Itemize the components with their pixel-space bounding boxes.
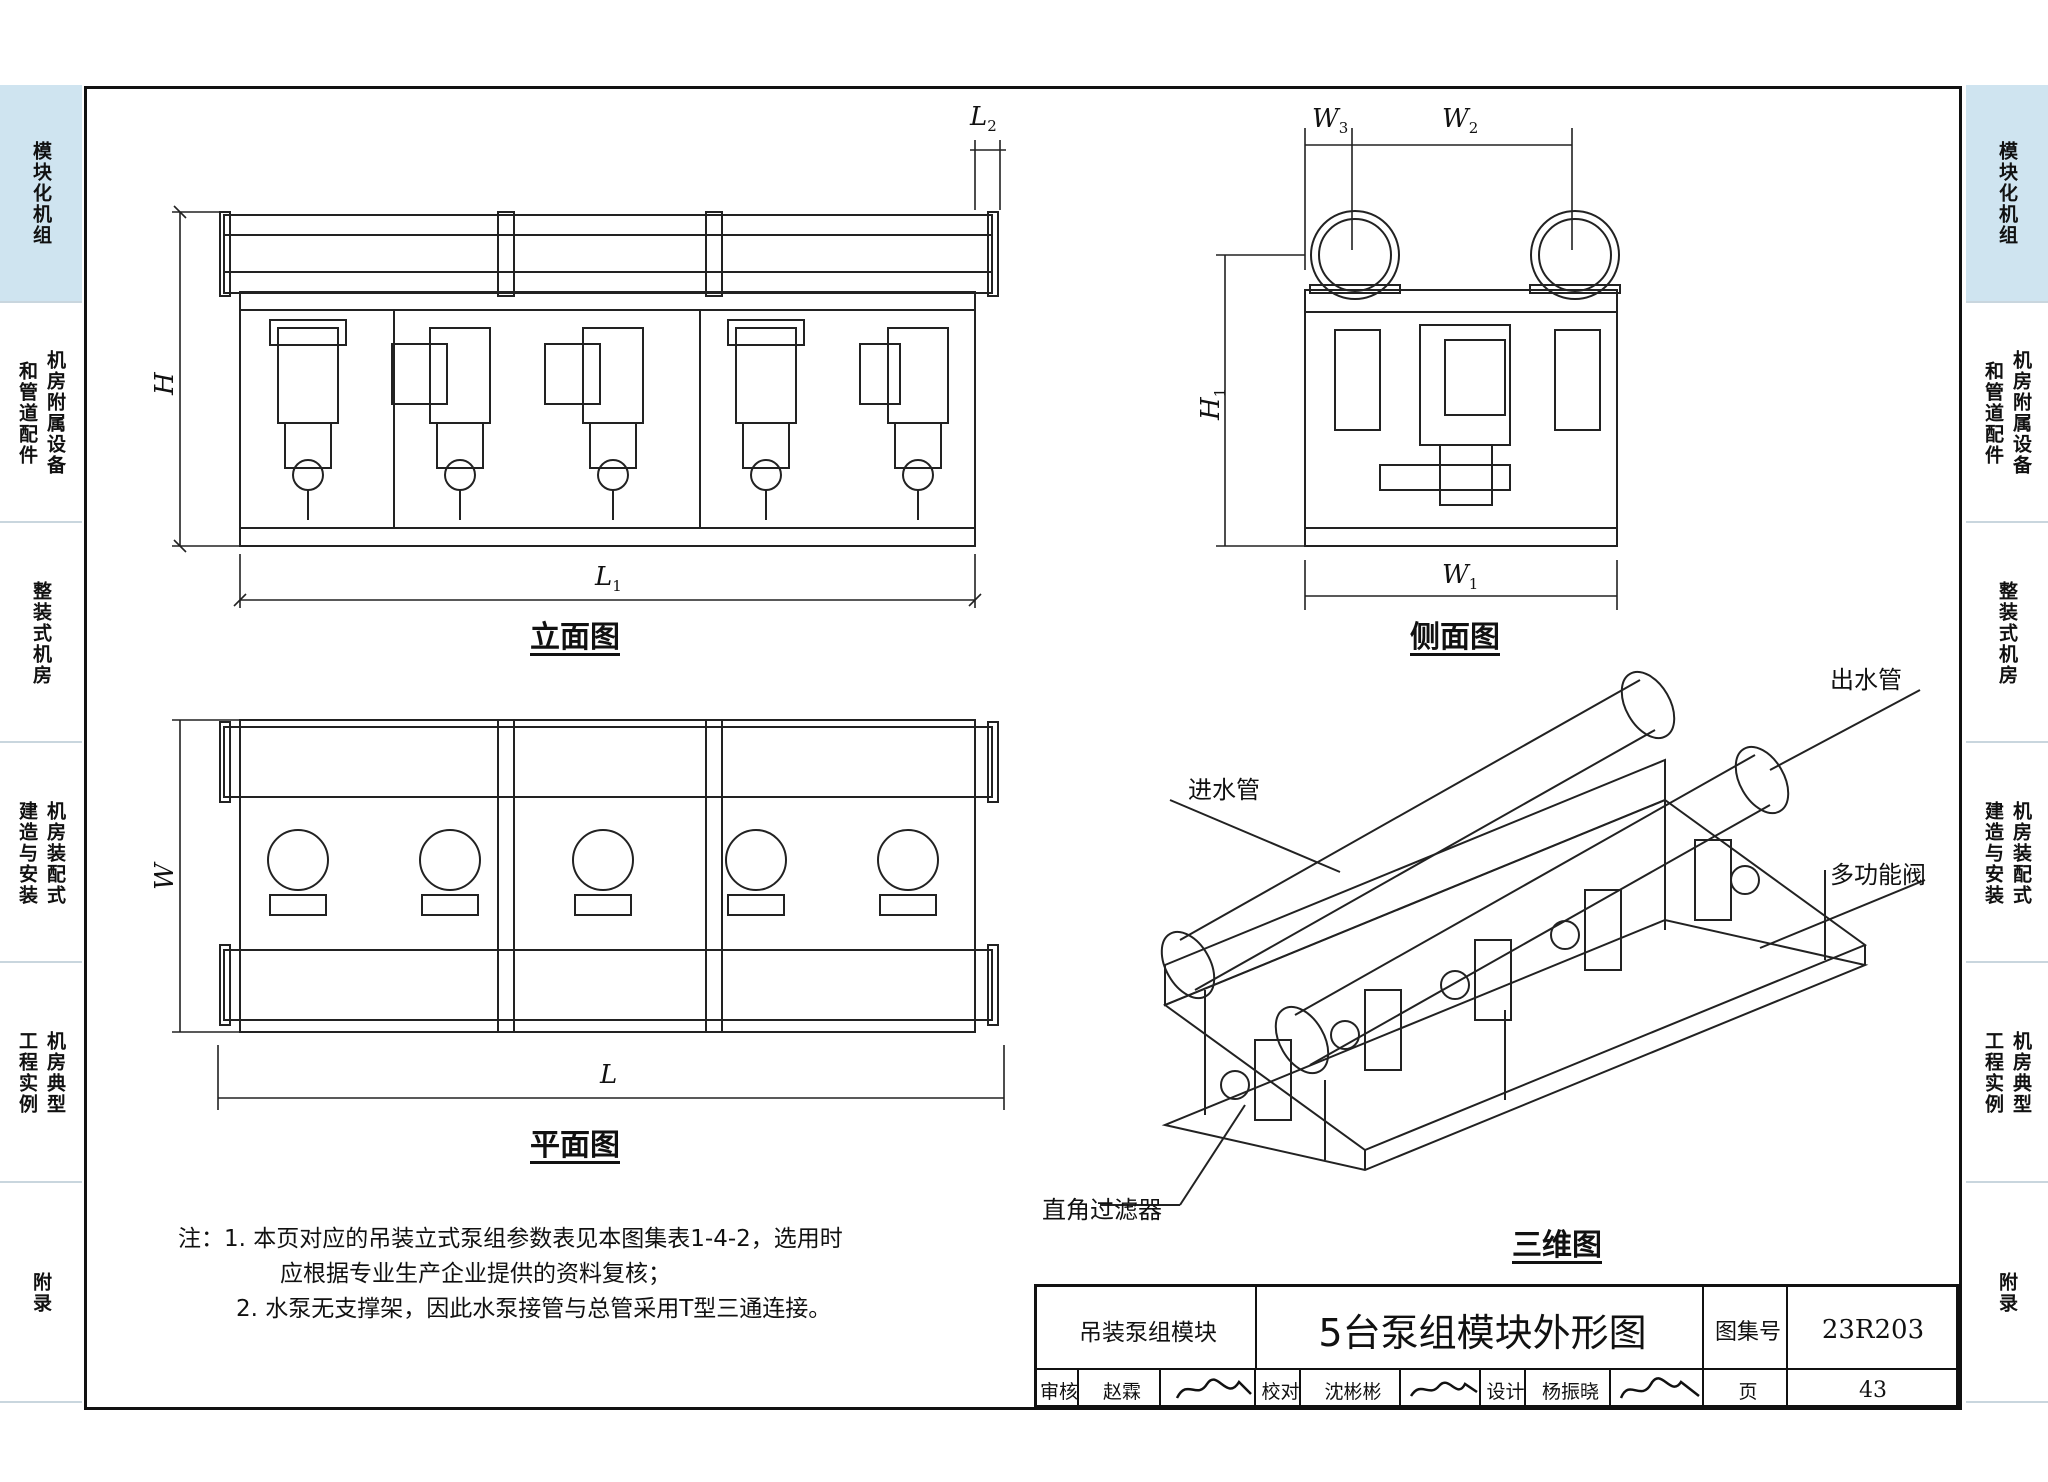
review-name: 赵霖	[1102, 1380, 1141, 1403]
category-cell: 吊装泵组模块	[1079, 1319, 1217, 1346]
note-line: 注：1. 本页对应的吊装立式泵组参数表见本图集表1-4-2，选用时	[178, 1226, 843, 1252]
atlas-label: 图集号	[1714, 1319, 1781, 1345]
plan-inlet-header	[223, 726, 993, 798]
3d-inlet-header	[1160, 670, 1676, 1000]
tab-text: 机房装配式	[44, 800, 66, 906]
plan-frame	[239, 719, 976, 1033]
tab-text: 和管道配件	[16, 360, 38, 466]
pump-plan	[725, 829, 787, 891]
pump-plan	[267, 829, 329, 891]
side-tab-packaged-room[interactable]: 整装式机房	[0, 525, 82, 743]
elevation-view	[219, 211, 999, 547]
side-tab-prefab-construction[interactable]: 机房装配式 建造与安装	[0, 745, 82, 963]
side-tab-prefab-construction[interactable]: 机房装配式 建造与安装	[1966, 745, 2048, 963]
tab-text: 模块化机组	[30, 140, 52, 246]
side-tab-modular-units[interactable]: 模块化机组	[1966, 85, 2048, 303]
side-dimensions	[1216, 128, 1618, 610]
plan-view	[219, 719, 999, 1033]
tab-text: 建造与安装	[1982, 800, 2004, 906]
pump-plan	[877, 829, 939, 891]
atlas-number: 23R203	[1821, 1314, 1925, 1345]
angle-filter-callout: 直角过滤器	[1042, 1196, 1162, 1224]
side-tab-typical-cases[interactable]: 机房典型 工程实例	[1966, 965, 2048, 1183]
dim-H1: H1	[1196, 387, 1230, 420]
tab-text: 附录	[30, 1272, 52, 1314]
tab-text: 整装式机房	[30, 580, 52, 686]
tab-text: 整装式机房	[1996, 580, 2018, 686]
side-tab-appendix[interactable]: 附录	[1966, 1185, 2048, 1403]
page-number: 43	[1859, 1377, 1887, 1403]
tab-text: 模块化机组	[1996, 140, 2018, 246]
side-tab-typical-cases[interactable]: 机房典型 工程实例	[0, 965, 82, 1183]
inlet-pipe-callout: 进水管	[1188, 776, 1260, 804]
plan-outlet-header	[223, 949, 993, 1021]
note-line: 2. 水泵无支撑架，因此水泵接管与总管采用T型三通连接。	[236, 1296, 832, 1322]
side-tab-appendix[interactable]: 附录	[0, 1185, 82, 1403]
notes: 注：1. 本页对应的吊装立式泵组参数表见本图集表1-4-2，选用时 应根据专业生…	[178, 1222, 843, 1327]
dim-W3: W3	[1312, 104, 1349, 138]
motor	[1419, 324, 1511, 446]
elevation-view-label: 立面图	[530, 620, 620, 655]
review-signature	[1175, 1378, 1252, 1399]
multifunction-valve-callout: 多功能阀	[1830, 861, 1926, 889]
elevation-dimensions	[172, 140, 1006, 608]
check-signature	[1409, 1381, 1478, 1397]
pump-plan	[572, 829, 634, 891]
design-signature	[1619, 1377, 1700, 1399]
drawing-frame	[84, 86, 1962, 1410]
tab-text: 附录	[1996, 1272, 2018, 1314]
pump	[391, 327, 491, 520]
check-name: 沈彬彬	[1324, 1380, 1382, 1403]
side-tab-modular-units[interactable]: 模块化机组	[0, 85, 82, 303]
inlet-pipe-section	[1310, 210, 1400, 300]
tab-text: 机房装配式	[2010, 800, 2032, 906]
note-line: 应根据专业生产企业提供的资料复核；	[280, 1261, 671, 1287]
tab-text: 机房典型	[44, 1031, 66, 1115]
drawing-title: 5台泵组模块外形图	[1318, 1311, 1647, 1355]
elevation-base	[239, 527, 976, 547]
dim-L: L	[600, 1060, 618, 1090]
dim-H: H	[150, 372, 180, 395]
tab-text: 工程实例	[16, 1031, 38, 1115]
outlet-pipe-section	[1530, 210, 1620, 300]
tab-text: 机房附属设备	[2010, 350, 2032, 476]
outlet-pipe-callout: 出水管	[1830, 666, 1902, 694]
tab-text: 和管道配件	[1982, 360, 2004, 466]
three-d-view	[1160, 670, 1869, 1172]
side-view	[1304, 210, 1621, 547]
design-label: 设计	[1486, 1380, 1525, 1403]
side-base	[1304, 527, 1618, 547]
pump	[727, 319, 805, 520]
dim-W1: W1	[1442, 560, 1479, 594]
side-tab-auxiliary-equipment[interactable]: 机房附属设备 和管道配件	[0, 305, 82, 523]
title-block-lines	[1034, 1284, 1959, 1408]
tab-text: 工程实例	[1982, 1031, 2004, 1115]
elevation-header-pipe	[223, 214, 993, 294]
page-label: 页	[1738, 1380, 1758, 1403]
three-d-view-label: 三维图	[1512, 1228, 1602, 1263]
tab-text: 建造与安装	[16, 800, 38, 906]
dim-W2: W2	[1442, 104, 1479, 138]
tab-text: 机房附属设备	[44, 350, 66, 476]
callout-leaders	[1100, 689, 1926, 1206]
pump	[859, 327, 949, 520]
plan-view-label: 平面图	[530, 1128, 620, 1163]
design-name: 杨振晓	[1541, 1380, 1599, 1403]
review-label: 审核	[1039, 1380, 1078, 1403]
check-label: 校对	[1261, 1380, 1300, 1403]
tab-text: 机房典型	[2010, 1031, 2032, 1115]
pump	[269, 319, 347, 520]
side-view-label: 侧面图	[1410, 620, 1500, 655]
side-tab-auxiliary-equipment[interactable]: 机房附属设备 和管道配件	[1966, 305, 2048, 523]
3d-outlet-header	[1274, 745, 1790, 1075]
dim-L2: L2	[970, 102, 997, 136]
dim-L1: L1	[595, 562, 622, 596]
title-block: 吊装泵组模块 5台泵组模块外形图 图集号 23R203 审核 赵霖 校对 沈彬彬…	[1034, 1284, 1959, 1408]
dim-W: W	[150, 863, 180, 890]
plan-dimensions	[172, 719, 1005, 1110]
side-tab-packaged-room[interactable]: 整装式机房	[1966, 525, 2048, 743]
pump	[544, 327, 644, 520]
pump-plan	[419, 829, 481, 891]
